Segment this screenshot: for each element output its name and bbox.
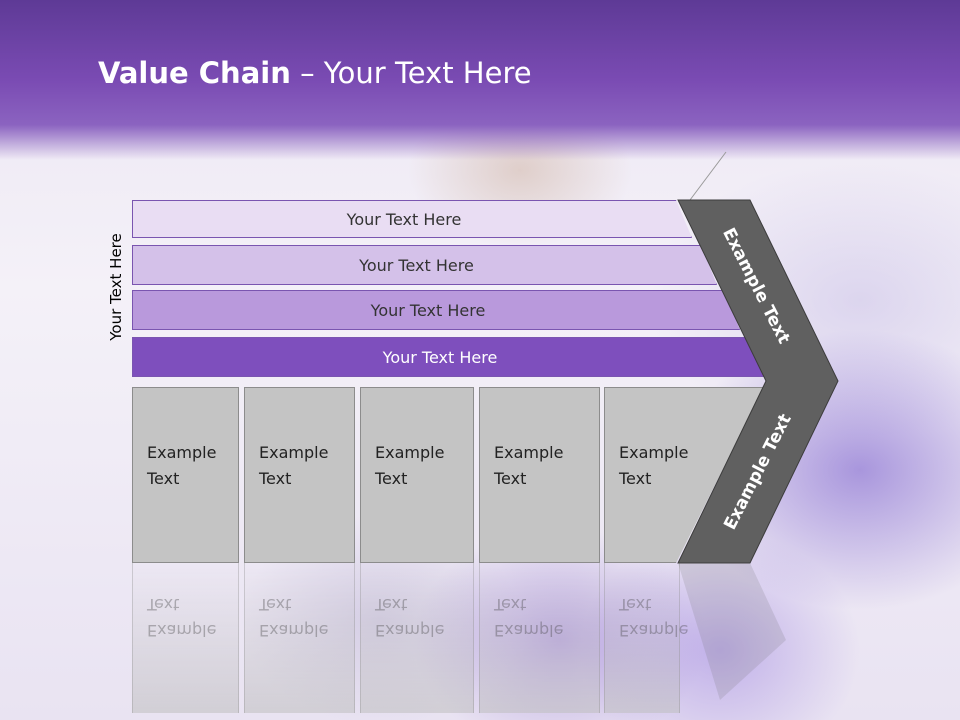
- support-bar-2: Your Text Here: [132, 245, 717, 285]
- chevron-tick-line: [689, 151, 727, 201]
- chevron-reflection: [678, 563, 786, 700]
- support-bar-4-label: Your Text Here: [382, 347, 498, 367]
- support-bar-3: Your Text Here: [132, 290, 740, 330]
- primary-box-4-label: Example Text: [494, 443, 564, 488]
- primary-box-1-label: Example Text: [147, 443, 217, 488]
- primary-box-5-label: Example Text: [619, 443, 689, 488]
- support-bar-1-label: Your Text Here: [346, 209, 462, 229]
- title-rest: – Your Text Here: [290, 56, 532, 90]
- primary-box-2: Example Text: [244, 387, 355, 563]
- support-bar-2-label: Your Text Here: [359, 255, 474, 275]
- primary-box-1: Example Text: [132, 387, 239, 563]
- support-bar-1: Your Text Here: [132, 200, 692, 238]
- header-band: [0, 0, 960, 160]
- support-bar-3-label: Your Text Here: [370, 300, 486, 320]
- support-bar-4: Your Text Here: [132, 337, 764, 377]
- chevron-shape: [677, 199, 839, 564]
- primary-box-3-label: Example Text: [375, 443, 445, 488]
- slide-title: Value Chain – Your Text Here: [98, 56, 532, 90]
- primary-box-2-label: Example Text: [259, 443, 329, 488]
- primary-box-4: Example Text: [479, 387, 600, 563]
- primary-box-3: Example Text: [360, 387, 474, 563]
- title-bold: Value Chain: [98, 56, 291, 90]
